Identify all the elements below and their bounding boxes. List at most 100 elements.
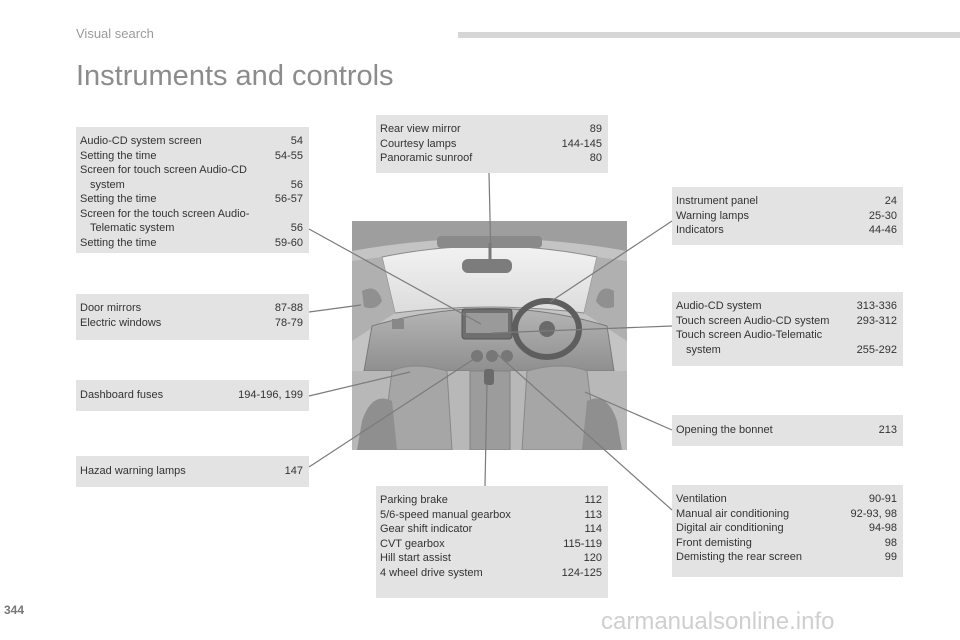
watermark: carmanualsonline.info xyxy=(601,608,835,635)
index-entry: Setting the time 59-60 xyxy=(80,236,303,251)
hazard-box: Hazad warning lamps 147 xyxy=(76,456,309,487)
entry-label: Screen for the touch screen Audio- xyxy=(80,207,250,220)
page-number: 344 xyxy=(4,603,25,617)
entry-label: Warning lamps xyxy=(676,209,749,222)
index-entry: Ventilation 90-91 xyxy=(676,492,897,507)
entry-page: 87-88 xyxy=(274,302,303,314)
entry-label: Electric windows xyxy=(80,316,162,329)
index-entry: Instrument panel 24 xyxy=(676,194,897,209)
entry-page: 113 xyxy=(584,508,602,521)
index-entry: Opening the bonnet 213 xyxy=(676,423,897,438)
entry-label: Hazad warning lamps xyxy=(80,465,186,477)
index-entry: Indicators 44-46 xyxy=(676,223,897,238)
entry-page: 54-55 xyxy=(274,149,303,162)
entry-label: Audio-CD system screen xyxy=(80,135,202,147)
entry-label-continued: system xyxy=(686,343,721,356)
entry-label: Demisting the rear screen xyxy=(676,551,802,563)
entry-label: 4 wheel drive system xyxy=(380,566,483,579)
entry-label: Touch screen Audio-Telematic xyxy=(676,329,823,341)
entry-page: 112 xyxy=(584,494,602,506)
entry-label: Setting the time xyxy=(80,236,157,249)
index-entry: Demisting the rear screen 99 xyxy=(676,550,897,565)
entry-label: Touch screen Audio-CD system xyxy=(676,314,830,327)
entry-page: 120 xyxy=(583,552,602,564)
index-entry: 5/6-speed manual gearbox 113 xyxy=(380,508,602,523)
index-entry: Digital air conditioning 94-98 xyxy=(676,521,897,536)
entry-page: 54 xyxy=(290,135,303,147)
entry-label: Instrument panel xyxy=(676,195,758,207)
entry-page: 44-46 xyxy=(868,224,897,236)
index-entry: Hazad warning lamps 147 xyxy=(80,464,303,479)
entry-label: CVT gearbox xyxy=(380,537,445,550)
entry-page: 56 xyxy=(290,222,303,234)
entry-label: Audio-CD system xyxy=(676,300,762,312)
entry-page: 114 xyxy=(584,523,602,535)
index-entry: Touch screen Audio-CD system 293-312 xyxy=(676,314,897,329)
entry-page: 293-312 xyxy=(856,314,897,327)
entry-label: Setting the time xyxy=(80,193,157,205)
entry-label: Door mirrors xyxy=(80,302,142,314)
entry-label: Manual air conditioning xyxy=(676,507,790,520)
entry-page: 24 xyxy=(884,195,897,207)
entry-page: 89 xyxy=(589,123,602,135)
index-entry: Audio-CD system 313-336 xyxy=(676,299,897,314)
entry-page: 255-292 xyxy=(856,343,897,356)
entry-page: 313-336 xyxy=(856,300,897,312)
index-entry: CVT gearbox 115-119 xyxy=(380,537,602,552)
entry-label-continued: Telematic system xyxy=(90,222,175,234)
entry-label: Courtesy lamps xyxy=(380,137,457,150)
index-entry: Door mirrors 87-88 xyxy=(80,301,303,316)
section-label: Visual search xyxy=(76,26,154,41)
index-entry: Screen for touch screen Audio-CD system 56 xyxy=(80,163,303,192)
entry-label: 5/6-speed manual gearbox xyxy=(380,508,511,521)
cabin-illustration xyxy=(352,221,627,450)
entry-label-group: Touch screen Audio-Telematic system xyxy=(676,328,857,357)
entry-label: Digital air conditioning xyxy=(676,522,784,534)
index-entry: Setting the time 54-55 xyxy=(80,149,303,164)
entry-page: 144-145 xyxy=(561,137,602,150)
entry-page: 94-98 xyxy=(868,522,897,534)
entry-page: 124-125 xyxy=(561,566,602,579)
entry-label: Indicators xyxy=(676,224,724,236)
page-title: Instruments and controls xyxy=(76,60,394,92)
index-entry: Hill start assist 120 xyxy=(380,551,602,566)
entry-page: 194-196, 199 xyxy=(238,389,303,401)
entry-page: 147 xyxy=(284,465,303,477)
index-entry: Gear shift indicator 114 xyxy=(380,522,602,537)
entry-label: Screen for touch screen Audio-CD xyxy=(80,164,247,176)
entry-label: Gear shift indicator xyxy=(380,523,473,535)
index-entry: Manual air conditioning 92-93, 98 xyxy=(676,507,897,522)
index-entry: 4 wheel drive system 124-125 xyxy=(380,566,602,581)
entry-page: 115-119 xyxy=(563,537,602,550)
entry-label: Setting the time xyxy=(80,149,157,162)
entry-label: Ventilation xyxy=(676,493,727,505)
entry-label-group: Screen for touch screen Audio-CD system xyxy=(80,163,291,192)
entry-label: Hill start assist xyxy=(380,552,451,564)
entry-page: 92-93, 98 xyxy=(850,507,897,520)
entry-page: 56-57 xyxy=(274,193,303,205)
entry-page: 90-91 xyxy=(868,493,897,505)
entry-page: 99 xyxy=(884,551,897,563)
entry-page: 213 xyxy=(878,424,897,436)
entry-label: Opening the bonnet xyxy=(676,424,773,436)
entry-label-group: Screen for the touch screen Audio- Telema… xyxy=(80,207,291,236)
index-entry: Screen for the touch screen Audio- Telema… xyxy=(80,207,303,236)
entry-label-continued: system xyxy=(90,178,125,191)
entry-page: 59-60 xyxy=(274,236,303,249)
entry-page: 56 xyxy=(290,178,303,191)
entry-label: Panoramic sunroof xyxy=(380,152,473,164)
index-entry: Audio-CD system screen 54 xyxy=(80,134,303,149)
